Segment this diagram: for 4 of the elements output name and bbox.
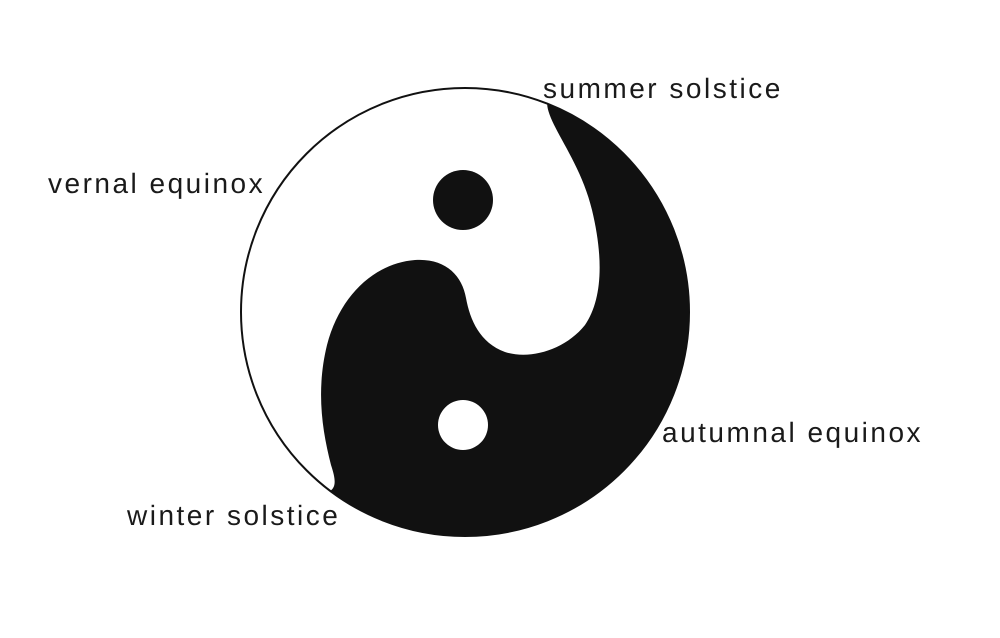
point-label: summer solstice bbox=[543, 75, 783, 103]
point-label: vernal equinox bbox=[48, 170, 266, 198]
point-label: autumnal equinox bbox=[662, 419, 924, 447]
point-label: winter solstice bbox=[127, 502, 340, 530]
